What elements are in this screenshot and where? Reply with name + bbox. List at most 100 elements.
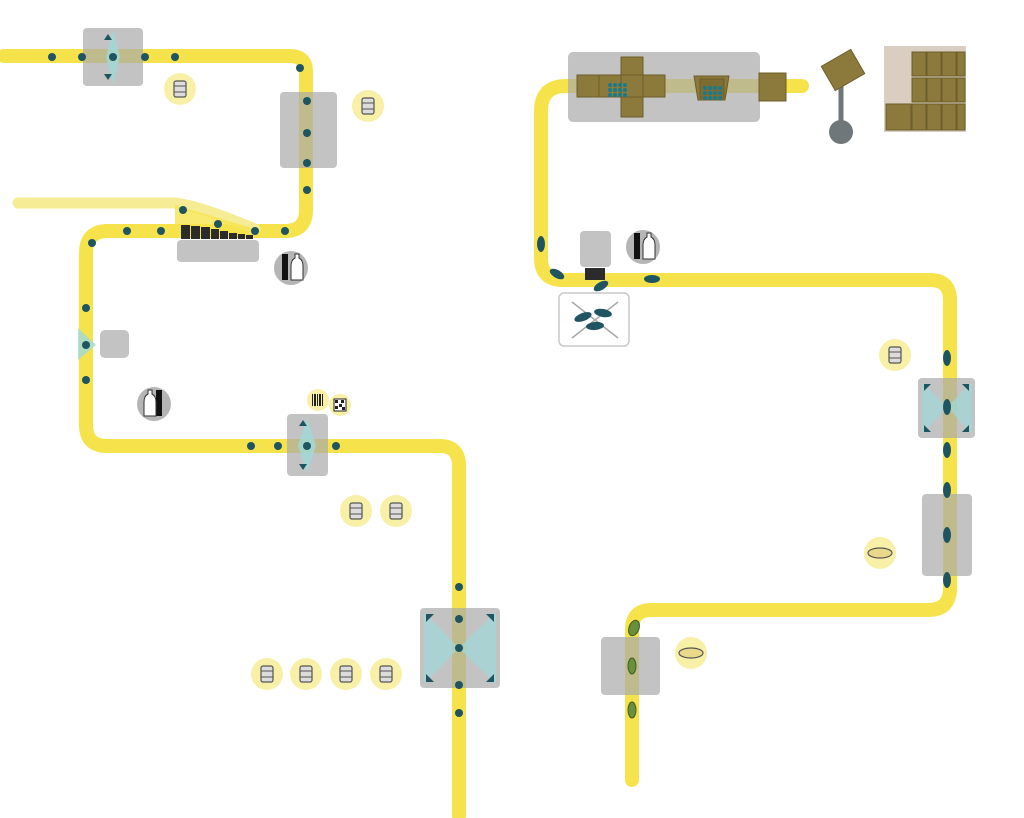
container-dot: [48, 53, 56, 61]
product-badges: [137, 73, 911, 690]
lid-icon: [867, 547, 893, 559]
packed-bottle: [613, 88, 617, 92]
left-stations: [78, 28, 500, 688]
packed-bottle: [613, 83, 617, 87]
container-dot: [644, 275, 660, 283]
left-containers: [48, 53, 463, 717]
lid-icon: [678, 647, 704, 659]
container-dot: [303, 159, 311, 167]
packed-bottle: [718, 86, 722, 90]
accumulated-cans: [181, 225, 253, 239]
container-dot: [943, 527, 951, 543]
gripper-head: [585, 268, 605, 280]
sensor-beam: [922, 382, 972, 434]
container-dot: [455, 644, 463, 652]
can-badge: [380, 495, 412, 527]
station-accumulator[interactable]: [177, 240, 259, 262]
packed-bottle: [703, 91, 707, 95]
packed-bottle: [618, 93, 622, 97]
can-badge: [330, 658, 362, 690]
packed-bottle: [703, 86, 707, 90]
can-icon: [349, 502, 363, 520]
can-badge: [164, 73, 196, 105]
can-icon: [389, 502, 403, 520]
container-dot: [943, 572, 951, 588]
container-dot: [594, 308, 612, 318]
packed-bottle: [713, 96, 717, 100]
packed-bottle: [618, 88, 622, 92]
left-conveyor: [0, 49, 466, 818]
merge-wedge: [175, 205, 265, 232]
lid-badge: [864, 537, 896, 569]
packed-bottle: [713, 91, 717, 95]
container-dot: [179, 206, 187, 214]
container-dot: [943, 482, 951, 498]
container-dot: [303, 129, 311, 137]
bottle-icon: [626, 230, 660, 264]
packed-bottle: [618, 83, 622, 87]
qr-code-icon: [329, 394, 351, 416]
packed-bottle: [623, 93, 627, 97]
conveyor-belt-right: [534, 79, 957, 787]
container-dot: [574, 312, 592, 322]
right-stations: [558, 52, 975, 695]
can-icon: [361, 97, 375, 115]
container-dot: [141, 53, 149, 61]
container-dot: [549, 268, 565, 280]
packed-bottle: [718, 96, 722, 100]
container-dot: [303, 97, 311, 105]
container-dot: [303, 442, 311, 450]
container-dot: [88, 239, 96, 247]
container-dot: [943, 399, 951, 415]
container-dot: [247, 442, 255, 450]
container-dot: [627, 657, 637, 675]
lid-badge: [675, 637, 707, 669]
packed-bottle: [708, 86, 712, 90]
container-dot: [157, 227, 165, 235]
container-dot: [214, 220, 222, 228]
container-dot: [455, 709, 463, 717]
container-dot: [332, 442, 340, 450]
packed-bottle: [708, 91, 712, 95]
bottle-icon: [137, 387, 171, 421]
conveyor-belt-infeed: [12, 197, 261, 235]
conveyor-belt-top: [0, 49, 466, 818]
station-inspector[interactable]: [100, 330, 129, 358]
container-dot: [171, 53, 179, 61]
container-dot: [593, 280, 609, 292]
container-dot: [537, 236, 545, 252]
station-markers: [104, 34, 494, 682]
pallet-icon: [884, 46, 966, 132]
container-dot: [455, 681, 463, 689]
container-dot: [943, 350, 951, 366]
can-icon: [299, 665, 313, 683]
can-badge: [370, 658, 402, 690]
packed-bottle: [708, 96, 712, 100]
can-icon: [888, 346, 902, 364]
container-dot: [303, 186, 311, 194]
packed-bottle: [703, 96, 707, 100]
can-icon: [173, 80, 187, 98]
can-badge: [340, 495, 372, 527]
packed-bottle: [718, 91, 722, 95]
can-icon: [379, 665, 393, 683]
robot-arm-icon: [820, 48, 866, 144]
container-dot: [943, 442, 951, 458]
packed-bottle: [713, 86, 717, 90]
container-dot: [628, 619, 640, 637]
packed-bottle: [613, 93, 617, 97]
container-dot: [296, 64, 304, 72]
container-dot: [586, 321, 604, 331]
container-dot: [82, 304, 90, 312]
container-dot: [82, 376, 90, 384]
can-icon: [260, 665, 274, 683]
station-orienter[interactable]: [580, 231, 611, 267]
container-dot: [78, 53, 86, 61]
packed-bottle: [608, 83, 612, 87]
barcode-icon: [307, 389, 329, 411]
can-badge: [352, 90, 384, 122]
container-dot: [109, 53, 117, 61]
can-icon: [339, 665, 353, 683]
